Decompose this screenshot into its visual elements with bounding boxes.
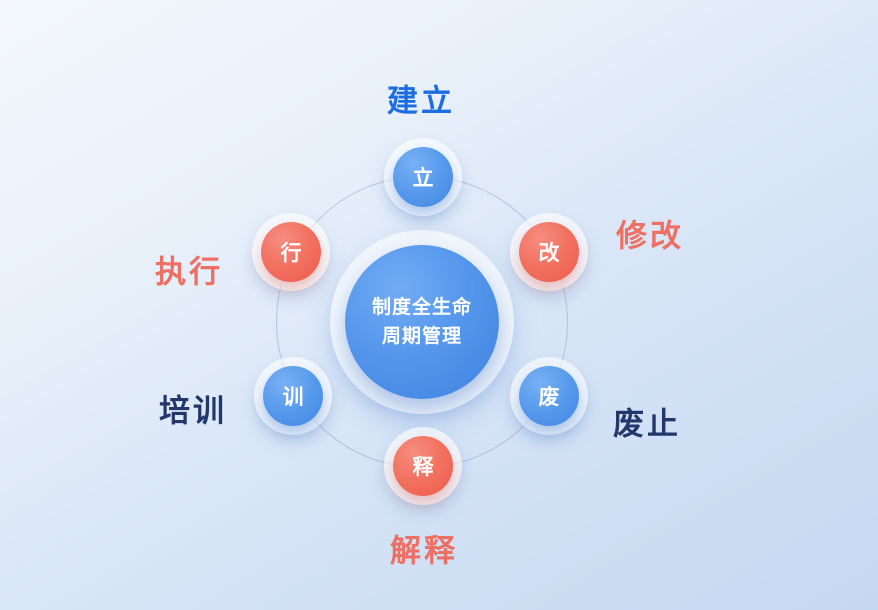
label-train: 培训: [159, 393, 227, 429]
node-interpret: 释: [384, 427, 462, 505]
node-establish-circle: 立: [393, 147, 453, 207]
node-modify: 改: [510, 213, 588, 291]
node-interpret-circle: 释: [393, 436, 453, 496]
node-establish: 立: [384, 138, 462, 216]
label-abolish: 废止: [613, 406, 681, 442]
label-execute: 执行: [155, 254, 223, 290]
center-hub-line2: 周期管理: [381, 326, 462, 347]
center-hub-line1: 制度全生命: [371, 296, 472, 318]
label-interpret: 解释: [390, 533, 458, 569]
label-establish: 建立: [387, 83, 455, 119]
node-modify-circle: 改: [519, 222, 579, 282]
label-modify: 修改: [616, 218, 684, 254]
node-train: 训: [254, 357, 332, 435]
center-hub: 制度全生命 周期管理: [345, 245, 499, 399]
node-abolish: 废: [510, 357, 588, 435]
node-execute-circle: 行: [261, 222, 321, 282]
node-abolish-circle: 废: [519, 366, 579, 426]
node-execute: 行: [252, 213, 330, 291]
node-train-circle: 训: [263, 366, 323, 426]
